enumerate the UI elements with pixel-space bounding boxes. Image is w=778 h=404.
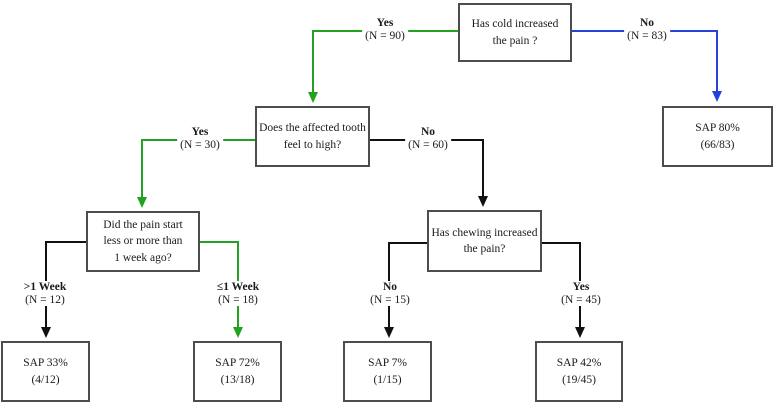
edge-tooth-yes-arrowhead-icon (137, 197, 147, 208)
node-week-text: Did the pain start less or more than 1 w… (103, 219, 183, 264)
edge-label-chew-no: No (N = 15) (367, 281, 413, 306)
node-sap72-result: SAP 72% (13/18) (193, 341, 282, 402)
edge-cold-yes-arrowhead-icon (308, 92, 318, 103)
node-sap7-text: SAP 7% (1/15) (368, 357, 407, 386)
edge-label-week-le: ≤1 Week (N = 18) (213, 281, 263, 306)
edge-label-week-gt-count: (N = 12) (25, 293, 65, 306)
node-sap42-text: SAP 42% (19/45) (556, 357, 602, 386)
edge-week-gt-arrowhead-icon (41, 327, 51, 338)
edge-tooth-no-arrowhead-icon (478, 196, 488, 207)
node-tooth-question: Does the affected tooth feel to high? (255, 106, 370, 167)
edge-label-tooth-yes-word: Yes (191, 126, 209, 138)
edge-label-week-le-count: (N = 18) (218, 293, 258, 306)
node-cold-question: Has cold increased the pain ? (458, 3, 572, 62)
edge-label-chew-no-count: (N = 15) (370, 293, 410, 306)
node-sap72-text: SAP 72% (13/18) (215, 357, 260, 386)
edge-label-chew-yes: Yes (N = 45) (558, 281, 604, 306)
edge-label-cold-yes-count: (N = 90) (365, 29, 405, 42)
node-sap7-result: SAP 7% (1/15) (343, 341, 432, 402)
edge-label-tooth-no-count: (N = 60) (408, 138, 448, 151)
edge-label-week-gt-word: >1 Week (23, 281, 67, 293)
edge-chew-yes-arrowhead-icon (575, 327, 585, 338)
edge-label-cold-no: No (N = 83) (624, 17, 670, 42)
node-chew-text: Has chewing increased the pain? (431, 226, 538, 255)
edge-label-tooth-no: No (N = 60) (405, 126, 451, 151)
edge-label-tooth-yes: Yes (N = 30) (177, 126, 223, 151)
edge-label-cold-yes: Yes (N = 90) (362, 17, 408, 42)
edge-label-chew-yes-word: Yes (572, 281, 590, 293)
node-week-question: Did the pain start less or more than 1 w… (86, 211, 200, 272)
edge-label-chew-no-word: No (382, 281, 398, 293)
node-tooth-text: Does the affected tooth feel to high? (259, 122, 366, 151)
edge-cold-no-line (572, 30, 718, 92)
edge-label-cold-no-count: (N = 83) (627, 29, 667, 42)
edge-cold-yes-line (312, 30, 458, 93)
edge-week-le-arrowhead-icon (233, 327, 243, 338)
edge-label-tooth-no-word: No (420, 126, 436, 138)
edge-label-week-gt: >1 Week (N = 12) (20, 281, 70, 306)
node-sap42-result: SAP 42% (19/45) (535, 341, 623, 402)
edge-label-chew-yes-count: (N = 45) (561, 293, 601, 306)
node-sap33-result: SAP 33% (4/12) (1, 341, 90, 402)
node-cold-text: Has cold increased the pain ? (471, 18, 559, 47)
edge-chew-no-arrowhead-icon (384, 327, 394, 338)
node-sap80-text: SAP 80% (66/83) (695, 122, 740, 151)
node-sap33-text: SAP 33% (4/12) (23, 357, 68, 386)
edge-label-cold-yes-word: Yes (376, 17, 394, 29)
node-chew-question: Has chewing increased the pain? (427, 210, 542, 272)
node-sap80-result: SAP 80% (66/83) (662, 106, 773, 167)
edge-label-cold-no-word: No (639, 17, 655, 29)
edge-label-week-le-word: ≤1 Week (216, 281, 260, 293)
edge-cold-no-arrowhead-icon (712, 91, 722, 102)
edge-label-tooth-yes-count: (N = 30) (180, 138, 220, 151)
